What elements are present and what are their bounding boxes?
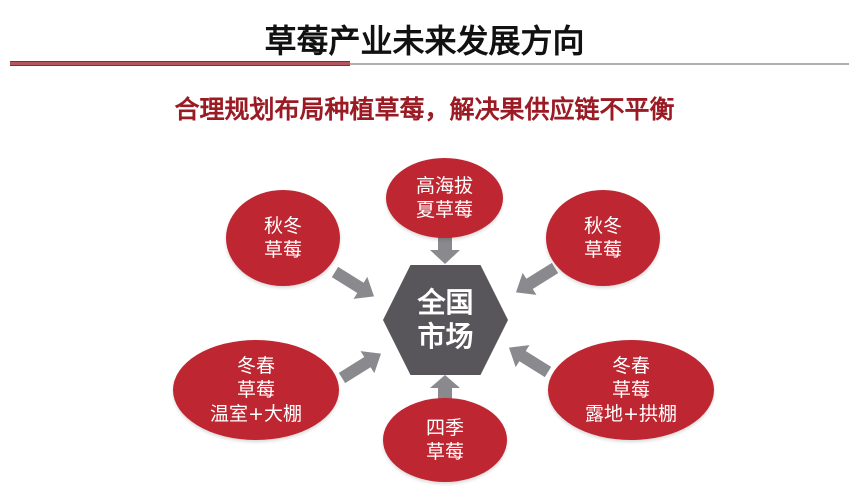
center-line2: 市场: [417, 320, 474, 353]
node-top-line2: 夏草莓: [415, 199, 473, 221]
center-line1: 全国: [417, 286, 474, 319]
node-lower-left-line2: 草莓: [236, 379, 275, 401]
arrow-upper-right-icon: [515, 262, 559, 295]
node-lower-right-line3: 露地+拱棚: [585, 403, 677, 425]
node-bottom: 四季 草莓: [383, 398, 507, 482]
node-lower-right-line2: 草莓: [611, 379, 650, 401]
node-lower-left-line3: 温室+大棚: [210, 403, 302, 425]
node-lower-right-line1: 冬春: [611, 355, 650, 377]
node-bottom-line1: 四季: [425, 417, 464, 439]
arrow-lower-left-icon: [338, 351, 382, 384]
node-top: 高海拔 夏草莓: [386, 158, 503, 238]
subtitle: 合理规划布局种植草莓，解决果供应链不平衡: [174, 95, 675, 124]
node-lower-left-line1: 冬春: [236, 355, 275, 377]
node-upper-right-line2: 草莓: [583, 239, 622, 261]
center-hexagon: 全国 市场: [383, 265, 508, 375]
node-upper-left: 秋冬 草莓: [226, 190, 340, 286]
node-lower-left: 冬春 草莓 温室+大棚: [173, 340, 339, 440]
arrow-upper-left-icon: [331, 266, 375, 299]
node-upper-left-line2: 草莓: [263, 239, 302, 261]
node-upper-right-line1: 秋冬: [583, 215, 622, 237]
page-title: 草莓产业未来发展方向: [264, 22, 585, 60]
arrow-top-icon: [430, 236, 460, 264]
title-divider-accent: [10, 61, 350, 66]
node-lower-right: 冬春 草莓 露地+拱棚: [548, 340, 714, 440]
node-top-line1: 高海拔: [415, 175, 473, 197]
node-upper-right: 秋冬 草莓: [546, 190, 660, 286]
node-bottom-line2: 草莓: [425, 441, 464, 463]
title-divider: [10, 63, 849, 65]
node-upper-left-line1: 秋冬: [263, 215, 302, 237]
arrow-lower-right-icon: [508, 345, 552, 378]
arrow-bottom-icon: [430, 375, 460, 400]
